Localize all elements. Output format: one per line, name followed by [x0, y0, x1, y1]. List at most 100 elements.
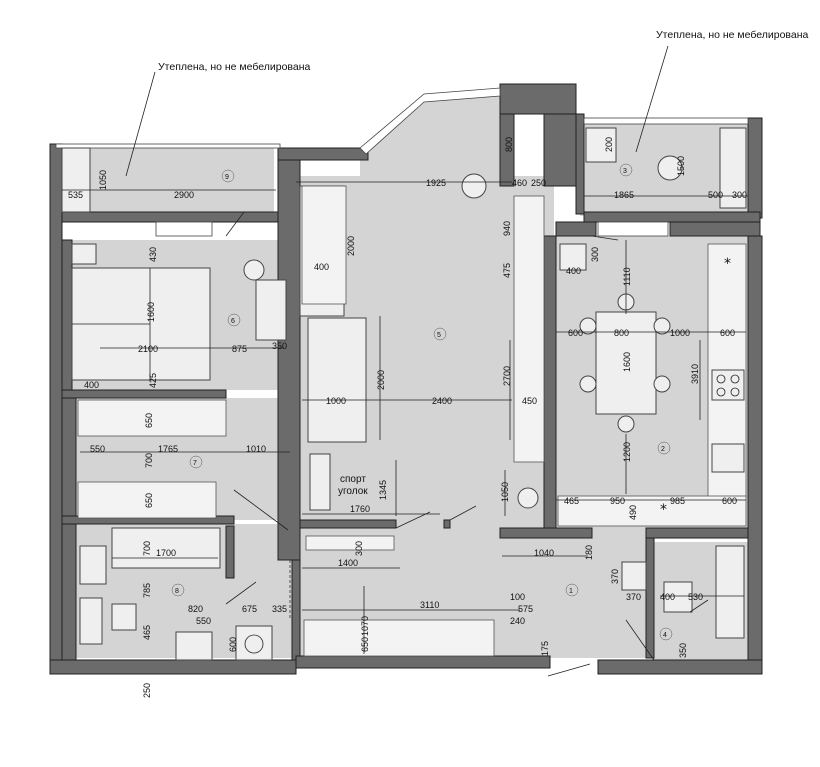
living-wardrobe-right [513, 195, 545, 463]
note-balcony-left: Утеплена, но не мебелирована [158, 61, 311, 73]
dim-650a: 650 [144, 413, 154, 428]
dim-575: 575 [518, 604, 533, 614]
dining-chair-2 [579, 375, 597, 393]
dim-950: 950 [610, 496, 625, 506]
room-number-4: 4 [663, 632, 667, 639]
dim-785: 785 [142, 583, 152, 598]
dim-200: 200 [604, 137, 614, 152]
kitchen-lower-cabinets [557, 495, 747, 527]
dim-300c: 300 [590, 247, 600, 262]
window-balcony-right [583, 117, 749, 125]
room-numbers: 1 2 3 4 5 6 7 8 9 [171, 163, 673, 641]
dim-1865: 1865 [614, 190, 634, 200]
dimension-labels-vertical: 1050 430 1600 425 650 700 650 700 785 46… [98, 137, 700, 698]
dim-1200: 1200 [622, 442, 632, 462]
dim-675: 675 [242, 604, 257, 614]
dim-370a: 370 [610, 569, 620, 584]
dining-chair-3 [653, 317, 671, 335]
dim-535: 535 [68, 190, 83, 200]
dim-475: 475 [502, 263, 512, 278]
dim-1110: 1110 [622, 267, 632, 286]
dim-180: 180 [584, 545, 594, 560]
dim-300b: 300 [732, 190, 747, 200]
window-bay [359, 87, 501, 155]
dining-table [595, 311, 657, 415]
dim-2000a: 2000 [346, 236, 356, 256]
dim-1700: 1700 [156, 548, 176, 558]
dim-3910: 3910 [690, 364, 700, 384]
dim-1500: 1500 [676, 156, 686, 176]
balcony-chair [657, 155, 683, 181]
dim-335: 335 [272, 604, 287, 614]
dim-400d: 400 [660, 592, 675, 602]
dim-1040: 1040 [534, 548, 554, 558]
dim-875: 875 [232, 344, 247, 354]
dim-300a: 300 [354, 541, 364, 556]
dim-400a: 400 [84, 380, 99, 390]
sport-corner-label-line2: уголок [338, 486, 368, 497]
window-kitchen [597, 221, 669, 237]
marker-star-kitchen: * [724, 256, 731, 272]
marker-star-counter: * [660, 502, 667, 518]
dressing-shelf-bottom [77, 481, 217, 519]
dim-250: 250 [142, 683, 152, 698]
floor-balcony-left [62, 146, 274, 212]
dim-550b: 550 [196, 616, 211, 626]
sport-corner-label-line1: спорт [340, 474, 366, 485]
room-number-3: 3 [623, 168, 627, 175]
window-balcony-left [55, 143, 281, 149]
room-number-1: 1 [569, 588, 573, 595]
dim-820: 820 [188, 604, 203, 614]
note-leader-left [125, 71, 156, 177]
room-number-7: 7 [193, 460, 197, 467]
note-balcony-right: Утеплена, но не мебелирована [656, 29, 809, 41]
living-plant [461, 173, 487, 199]
hall-bench [621, 561, 647, 591]
dim-2700: 2700 [502, 366, 512, 386]
dim-250b: 250 [531, 178, 546, 188]
dim-530: 530 [688, 592, 703, 602]
sport-corner-mat [309, 453, 331, 511]
dim-2400: 2400 [432, 396, 452, 406]
dim-460: 460 [512, 178, 527, 188]
dim-1400: 1400 [338, 558, 358, 568]
dim-1760: 1760 [350, 504, 370, 514]
living-lamp [517, 487, 539, 509]
dim-350b: 350 [678, 643, 688, 658]
dim-465: 465 [142, 625, 152, 640]
bedroom-desk [255, 279, 287, 341]
dimension-lines [62, 181, 748, 654]
dim-2900: 2900 [174, 190, 194, 200]
dim-2100: 2100 [138, 344, 158, 354]
dim-650c: 650 [144, 493, 154, 508]
dim-600d: 600 [722, 496, 737, 506]
dim-1000a: 1000 [326, 396, 346, 406]
balcony-left-cabinet [61, 147, 91, 213]
room-number-9: 9 [225, 174, 229, 181]
dim-370b: 370 [626, 592, 641, 602]
dining-chair-1 [579, 317, 597, 335]
room-number-6: 6 [231, 318, 235, 325]
dim-3110: 3110 [420, 600, 439, 610]
dim-940: 940 [502, 221, 512, 236]
dim-1600a: 1600 [146, 302, 156, 322]
balcony-shelf [585, 127, 617, 163]
dim-600c: 600 [720, 328, 735, 338]
dim-550a: 550 [90, 444, 105, 454]
dim-500: 500 [708, 190, 723, 200]
floor-bay [360, 96, 500, 176]
dim-1010: 1010 [246, 444, 266, 454]
room-number-5: 5 [437, 332, 441, 339]
dim-800b: 800 [614, 328, 629, 338]
dim-700a: 700 [144, 453, 154, 468]
dim-600b: 600 [568, 328, 583, 338]
room-number-2: 2 [661, 446, 665, 453]
nightstand [71, 243, 97, 265]
dim-100: 100 [510, 592, 525, 602]
dim-350a: 350 [272, 341, 287, 351]
dim-1925: 1925 [426, 178, 446, 188]
hall-console [305, 535, 395, 551]
door-swings [225, 211, 709, 677]
dim-1070: 1070 [360, 616, 370, 636]
